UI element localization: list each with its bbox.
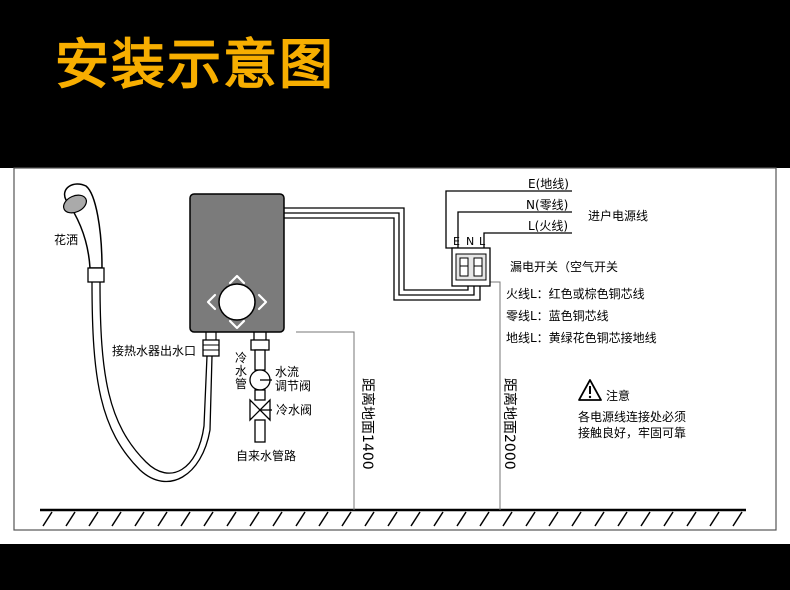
terminal-n-label: N [466, 235, 474, 248]
terminal-l-label: L [479, 235, 486, 248]
shower-label: 花洒 [54, 232, 78, 247]
note-neutral: 零线L：蓝色铜芯线 [506, 308, 609, 323]
cold-water-pipe [249, 332, 272, 443]
floor [40, 508, 746, 527]
flow-valve-label-1: 水流 [275, 365, 299, 379]
distance-line-1400 [296, 331, 355, 510]
wire-l-label: L(火线) [528, 219, 568, 233]
caution-line-1: 各电源线连接处必须 [578, 409, 686, 424]
terminal-e-label: E [453, 235, 460, 248]
note-ground: 地线L：黄绿花色铜芯接地线 [506, 330, 657, 345]
tap-pipe-label: 自来水管路 [236, 448, 296, 463]
power-in-label: 进户电源线 [588, 208, 648, 223]
outlet-label: 接热水器出水口 [112, 343, 196, 358]
dpad-arrows-icon [206, 274, 268, 330]
wire-e-label: E(地线) [528, 177, 569, 191]
room-outline [13, 167, 777, 531]
distance-1400-label: 距离地面1400 [359, 378, 376, 470]
wire-n-label: N(零线) [526, 198, 568, 212]
water-heater [189, 193, 285, 333]
note-live: 火线L：红色或棕色铜芯线 [506, 286, 645, 301]
distance-2000-label: 距离地面2000 [501, 378, 518, 470]
heater-dial [218, 283, 256, 321]
caution-title: 注意 [606, 388, 630, 403]
diagram-panel [0, 168, 790, 544]
cold-pipe-label-1: 冷 [235, 351, 247, 365]
page-title: 安装示意图 [55, 32, 335, 96]
flow-valve-label-2: 调节阀 [275, 379, 311, 393]
cold-pipe-label-3: 管 [235, 376, 247, 391]
warning-triangle-icon [578, 379, 602, 401]
cold-valve-label: 冷水阀 [276, 403, 312, 417]
caution-line-2: 接触良好，牢固可靠 [578, 425, 686, 440]
shower-hose [91, 281, 213, 483]
shower-head [63, 183, 105, 283]
outlet-connector [202, 332, 220, 357]
breaker-label: 漏电开关（空气开关 [510, 259, 618, 274]
distance-line-2000 [490, 281, 501, 510]
cold-pipe-label-2: 水 [235, 364, 247, 378]
leakage-breaker [451, 247, 491, 287]
